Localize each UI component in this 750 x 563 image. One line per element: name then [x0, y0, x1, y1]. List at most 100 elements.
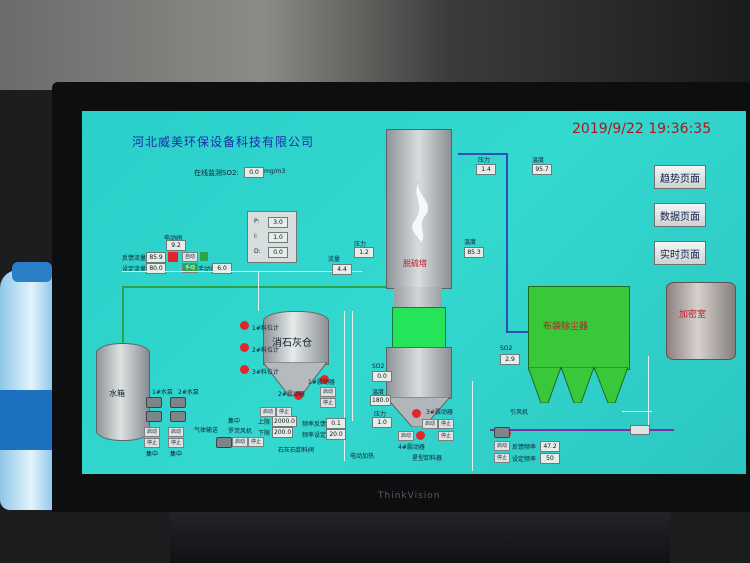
vibrator-3-stop-button[interactable]: 停止 [438, 419, 454, 429]
vibrator-1-start-button[interactable]: 启动 [320, 387, 336, 397]
so2-outlet-label: SO2 [500, 345, 513, 352]
pressure-3-value: 1.0 [372, 417, 392, 428]
vibrator-3-start-button[interactable]: 启动 [422, 419, 438, 429]
pipe-blue-top [458, 153, 508, 155]
vibrator-2-stop-button[interactable]: 停止 [276, 407, 292, 417]
fan-stop-button[interactable]: 停止 [494, 453, 510, 463]
pump-1-stop-button[interactable]: 停止 [144, 438, 160, 448]
vibrator-1-stop-button[interactable]: 停止 [320, 398, 336, 408]
so2-inlet-label: SO2 [372, 363, 385, 370]
manual-aperture-label: 手动开度 [198, 266, 223, 273]
lower-limit-value[interactable]: 200.0 [272, 427, 294, 438]
gas-transfer-label: 气体输送 [194, 427, 219, 434]
pipe-white-vertical [258, 271, 259, 311]
pipe-blue-vertical [506, 153, 508, 333]
heat-room-label: 加密室 [679, 310, 707, 320]
pump-2-start-button[interactable]: 启动 [168, 427, 184, 437]
so2-online-value: 0.0 [244, 167, 264, 178]
level-meter-2-label: 2#料位计 [252, 347, 279, 354]
data-page-button[interactable]: 数据页面 [654, 203, 706, 227]
lime-silo-body: 消石灰仓 [263, 311, 329, 365]
set-frequency-value[interactable]: 50 [540, 453, 560, 464]
pid-p-label: P: [254, 218, 260, 225]
so2-online-label: 在线监测SO2: [194, 169, 239, 177]
pipe-purple-left [490, 429, 620, 431]
flow-label: 流量 [328, 256, 341, 263]
water-tank-label: 水箱 [109, 389, 125, 398]
desulfur-tower-upper: 脱硫塔 [386, 129, 452, 289]
feed-frequency-set-label: 频率设定 [302, 432, 327, 439]
bag-filter-label: 布袋除尘器 [543, 322, 589, 332]
vibrator-4-start-button[interactable]: 启动 [398, 431, 414, 441]
temperature-2-value: 95.7 [532, 164, 552, 175]
vibrator-indicator-3 [412, 409, 421, 418]
electric-heating-label: 电动加热 [350, 453, 375, 460]
so2-online-unit: mg/m3 [264, 168, 286, 175]
pump-2-icon [170, 397, 186, 408]
monitor-brand-logo: ThinkVision [378, 491, 441, 501]
pump-1-start-button[interactable]: 启动 [144, 427, 160, 437]
realtime-page-button[interactable]: 实时页面 [654, 241, 706, 265]
pump-1-motor-icon [146, 411, 162, 422]
pump-2-mode-label: 集中 [170, 451, 183, 458]
setpoint-flow-value[interactable]: 80.0 [146, 263, 166, 274]
root-fan-start-button[interactable]: 启动 [232, 437, 248, 447]
pump-1-icon [146, 397, 162, 408]
vibrator-indicator-1 [320, 375, 329, 384]
pipe-white-right [472, 381, 473, 471]
bag-filter-hoppers [528, 367, 628, 403]
pipe-white-feed [352, 311, 353, 421]
bottle-cap [12, 262, 52, 282]
desulfur-tower-reactor [392, 307, 446, 349]
electric-valve-value: 9.2 [166, 240, 186, 251]
pump-2-stop-button[interactable]: 停止 [168, 438, 184, 448]
pipe-green-top [122, 286, 408, 288]
vibrator-indicator-4 [416, 431, 425, 440]
manual-aperture-value[interactable]: 6.0 [212, 263, 232, 274]
desulfur-tower-label: 脱硫塔 [403, 259, 427, 268]
temperature-3-label: 温度 [372, 389, 385, 396]
so2-inlet-value: 0.0 [372, 371, 392, 382]
trend-page-button[interactable]: 趋势页面 [654, 165, 706, 189]
pid-d-value[interactable]: 0.0 [268, 247, 288, 258]
background-wall [0, 0, 750, 90]
heat-room-tank: 加密室 [666, 282, 736, 360]
company-name: 河北威美环保设备科技有限公司 [132, 135, 315, 149]
feed-frequency-set-value[interactable]: 20.0 [326, 429, 346, 440]
manual-button[interactable]: 手动 [182, 263, 198, 273]
lime-feed-valve-label: 石灰石卸料阀 [278, 447, 315, 454]
level-indicator-2 [240, 343, 249, 352]
vibrator-1-label: 1#震动器 [308, 379, 335, 386]
pipe-white-lower [344, 311, 345, 461]
vibrator-indicator-2 [294, 391, 303, 400]
star-valve-label: 星型卸料器 [412, 455, 443, 462]
pipe-white-room-h [622, 411, 652, 412]
level-meter-1-label: 1#料位计 [252, 325, 279, 332]
pipe-white-top [122, 271, 362, 272]
vibrator-2-start-button[interactable]: 启动 [260, 407, 276, 417]
desulfur-tower-neck [394, 287, 442, 307]
monitor-stand [170, 512, 670, 563]
induced-fan-icon [494, 427, 510, 438]
level-indicator-3 [240, 365, 249, 374]
feed-frequency-feedback-value: 0.1 [326, 418, 346, 429]
auto-button[interactable]: 自动 [182, 252, 198, 262]
pid-i-value[interactable]: 1.0 [268, 232, 288, 243]
vibrator-4-label: 4#震动器 [398, 444, 425, 451]
valve-indicator [168, 252, 178, 262]
root-fan-label: 罗茨风机 [228, 428, 253, 435]
level-indicator-1 [240, 321, 249, 330]
root-fan-stop-button[interactable]: 停止 [248, 437, 264, 447]
pipe-blue-to-filter [506, 331, 530, 333]
pump-1-mode-label: 集中 [146, 451, 159, 458]
lime-silo-label: 消石灰仓 [272, 338, 312, 349]
upper-limit-value[interactable]: 2000.0 [272, 416, 297, 427]
fan-start-button[interactable]: 启动 [494, 441, 510, 451]
setpoint-flow-label: 设定流量 [122, 266, 147, 273]
pipe-green-left [122, 286, 124, 344]
pid-p-value[interactable]: 3.0 [268, 217, 288, 228]
pressure-1-value: 1.2 [354, 247, 374, 258]
vibrator-3-label: 3#震动器 [426, 409, 453, 416]
vibrator-4-stop-button[interactable]: 停止 [438, 431, 454, 441]
temperature-1-label: 温度 [464, 239, 477, 246]
